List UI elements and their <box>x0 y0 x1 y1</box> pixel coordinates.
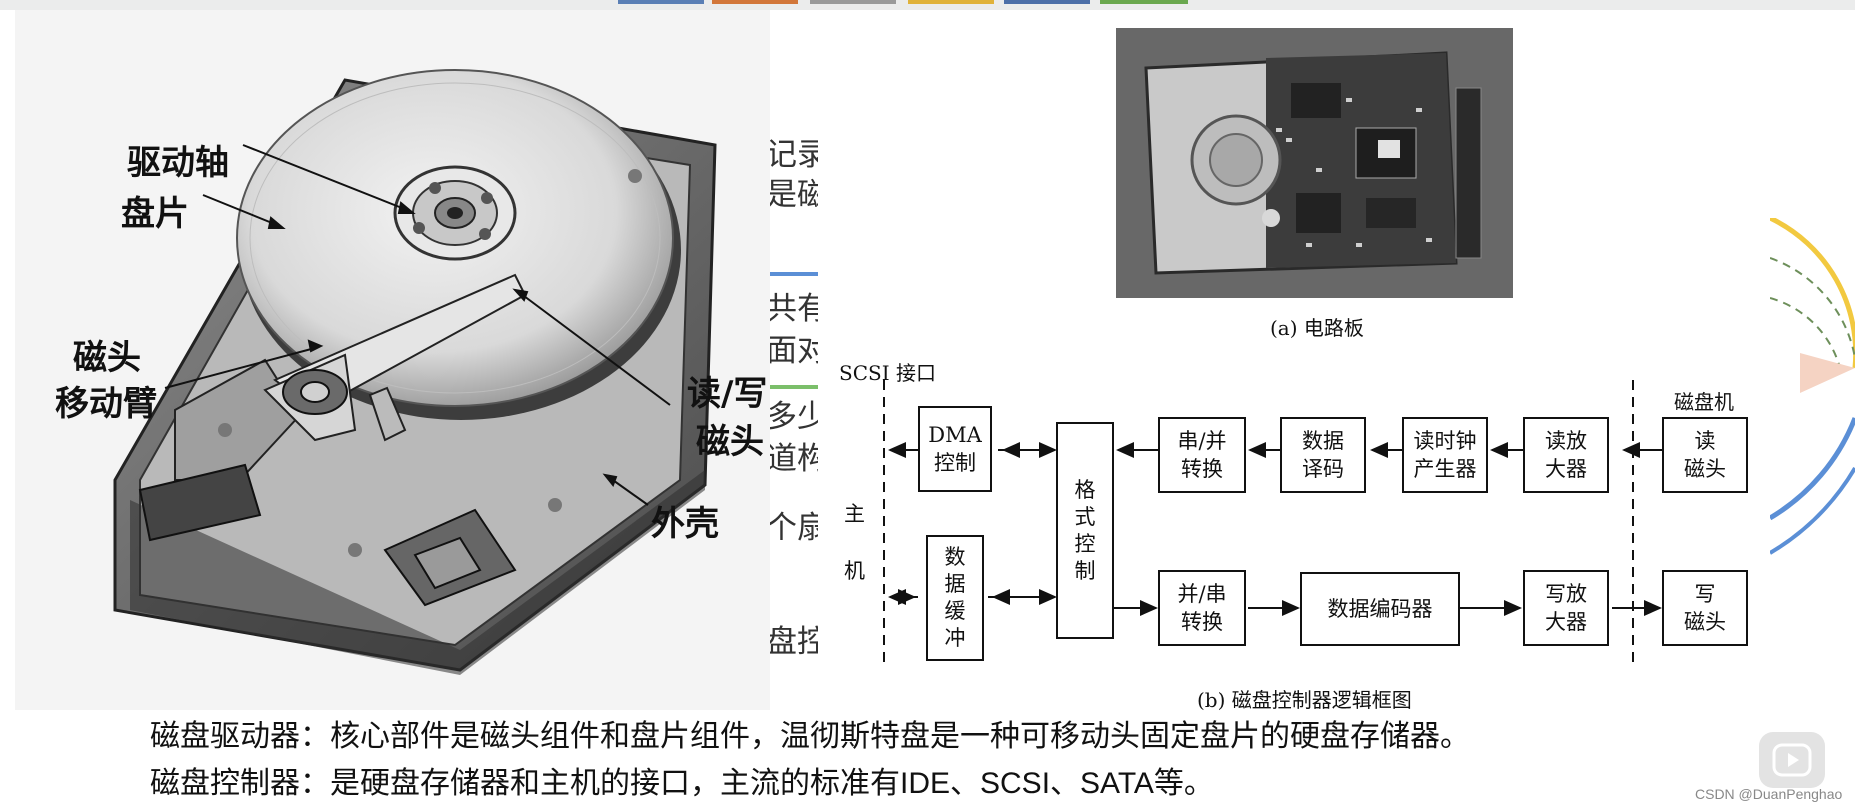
label-case: 外壳 <box>651 504 719 544</box>
label-spindle: 驱动轴 <box>127 143 229 183</box>
watermark: CSDN @DuanPenghao <box>1695 786 1843 802</box>
controller-description: 磁盘控制器：是硬盘存储器和主机的接口，主流的标准有IDE、SCSI、SATA等。 <box>150 767 1214 800</box>
disk-machine-label: 磁盘机 <box>1674 390 1734 414</box>
decorative-arcs <box>1770 218 1855 555</box>
block-read-head: 读 磁头 <box>1662 417 1748 493</box>
caption-controller-diagram: (b) 磁盘控制器逻辑框图 <box>1197 688 1412 712</box>
label-arm-line2: 移动臂 <box>55 384 157 424</box>
occluded-text-7: 个扇 <box>766 510 828 546</box>
block-dma-control: DMA 控制 <box>918 406 992 492</box>
occluded-text-2: 是磁 <box>766 177 828 213</box>
hdd-drawing <box>113 69 717 675</box>
label-rw-line2: 磁头 <box>696 422 764 462</box>
block-write-amplifier: 写放 大器 <box>1523 570 1609 646</box>
occluded-text-6: 道构 <box>766 441 828 477</box>
drive-description: 磁盘驱动器：核心部件是磁头组件和盘片组件，温彻斯特盘是一种可移动头固定盘片的硬盘… <box>150 720 1470 753</box>
block-data-decode: 数据 译码 <box>1280 417 1366 493</box>
block-data-encoder: 数据编码器 <box>1300 572 1460 646</box>
host-label-1: 主 <box>844 502 865 526</box>
hdd-illustration: 驱动轴 盘片 磁头 移动臂 读/写 磁头 外壳 <box>15 10 770 710</box>
occluded-text-8: 盘控 <box>766 624 828 660</box>
divider-green <box>766 385 818 389</box>
divider-blue <box>766 272 818 276</box>
tab-marker <box>712 0 798 4</box>
block-serial-to-parallel: 串/并 转换 <box>1158 417 1246 493</box>
occluded-text-3: 共有 <box>766 291 828 327</box>
label-arm-line1: 磁头 <box>73 338 141 378</box>
label-rw-line1: 读/写 <box>687 374 768 414</box>
tab-marker <box>810 0 896 4</box>
occluded-text-5: 多少 <box>766 399 828 435</box>
label-platter: 盘片 <box>121 194 189 234</box>
tab-marker <box>1100 0 1188 4</box>
block-format-control: 格 式 控 制 <box>1056 422 1114 639</box>
block-parallel-to-serial: 并/串 转换 <box>1158 570 1246 646</box>
occluded-text-4: 面对 <box>766 333 828 369</box>
occluded-text-1: 记录 <box>766 137 828 173</box>
block-diagram-connectors <box>883 380 1663 665</box>
host-label-2: 机 <box>844 559 865 583</box>
play-button[interactable] <box>1759 732 1825 788</box>
block-read-amplifier: 读放 大器 <box>1523 417 1609 493</box>
caption-circuit-board: (a) 电路板 <box>1270 316 1364 340</box>
scsi-interface-label: SCSI 接口 <box>839 361 936 385</box>
block-write-head: 写 磁头 <box>1662 570 1748 646</box>
play-icon <box>1772 743 1812 777</box>
circuit-board-photo <box>1116 28 1513 298</box>
tab-marker <box>618 0 704 4</box>
tab-marker <box>908 0 994 4</box>
tab-marker <box>1004 0 1090 4</box>
block-data-buffer: 数 据 缓 冲 <box>926 535 984 661</box>
block-read-clock: 读时钟 产生器 <box>1402 417 1488 493</box>
